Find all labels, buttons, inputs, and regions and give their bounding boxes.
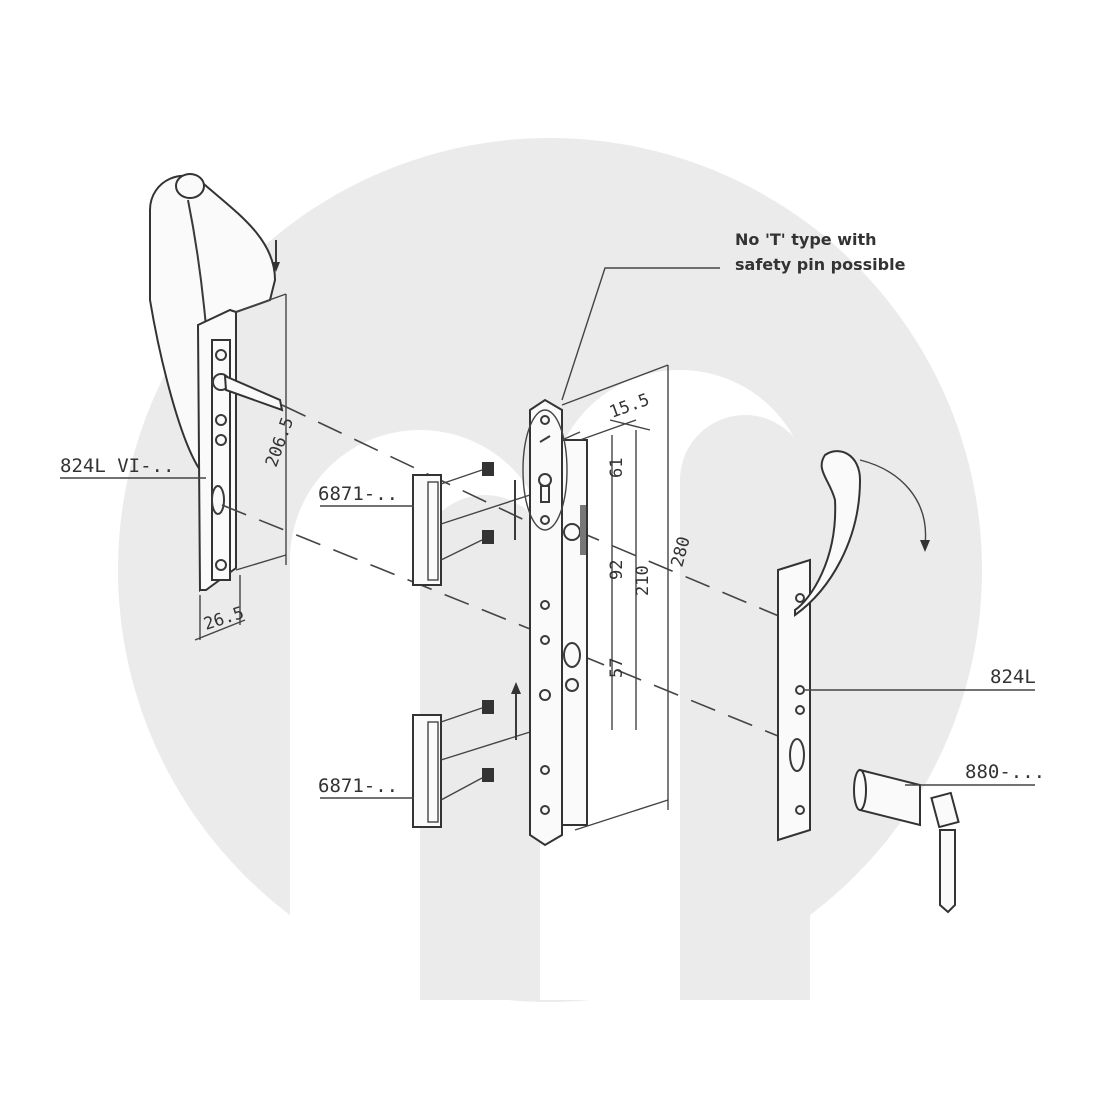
- leader-note: [561, 267, 720, 401]
- cylinder-880: [853, 768, 960, 914]
- dimension-lines-lock: [561, 364, 669, 831]
- lock-body: [514, 398, 588, 847]
- note-line-2: safety pin possible: [735, 255, 906, 274]
- label-keep-top: 6871-..: [318, 483, 398, 505]
- dimension-lines-left: [194, 293, 287, 641]
- keep-bottom: [412, 682, 531, 828]
- left-handle-824l-vi: [149, 173, 284, 593]
- dim-61: 61: [607, 458, 627, 478]
- label-right-handle: 824L: [990, 666, 1036, 688]
- label-left-handle: 824L VI-..: [60, 455, 174, 477]
- label-keep-bottom: 6871-..: [318, 775, 398, 797]
- note-line-1: No 'T' type with: [735, 230, 877, 249]
- dim-210: 210: [633, 565, 653, 596]
- label-cylinder: 880-...: [965, 761, 1045, 783]
- right-handle-824l: [777, 450, 930, 842]
- dim-57: 57: [607, 658, 627, 678]
- dim-92: 92: [607, 560, 627, 580]
